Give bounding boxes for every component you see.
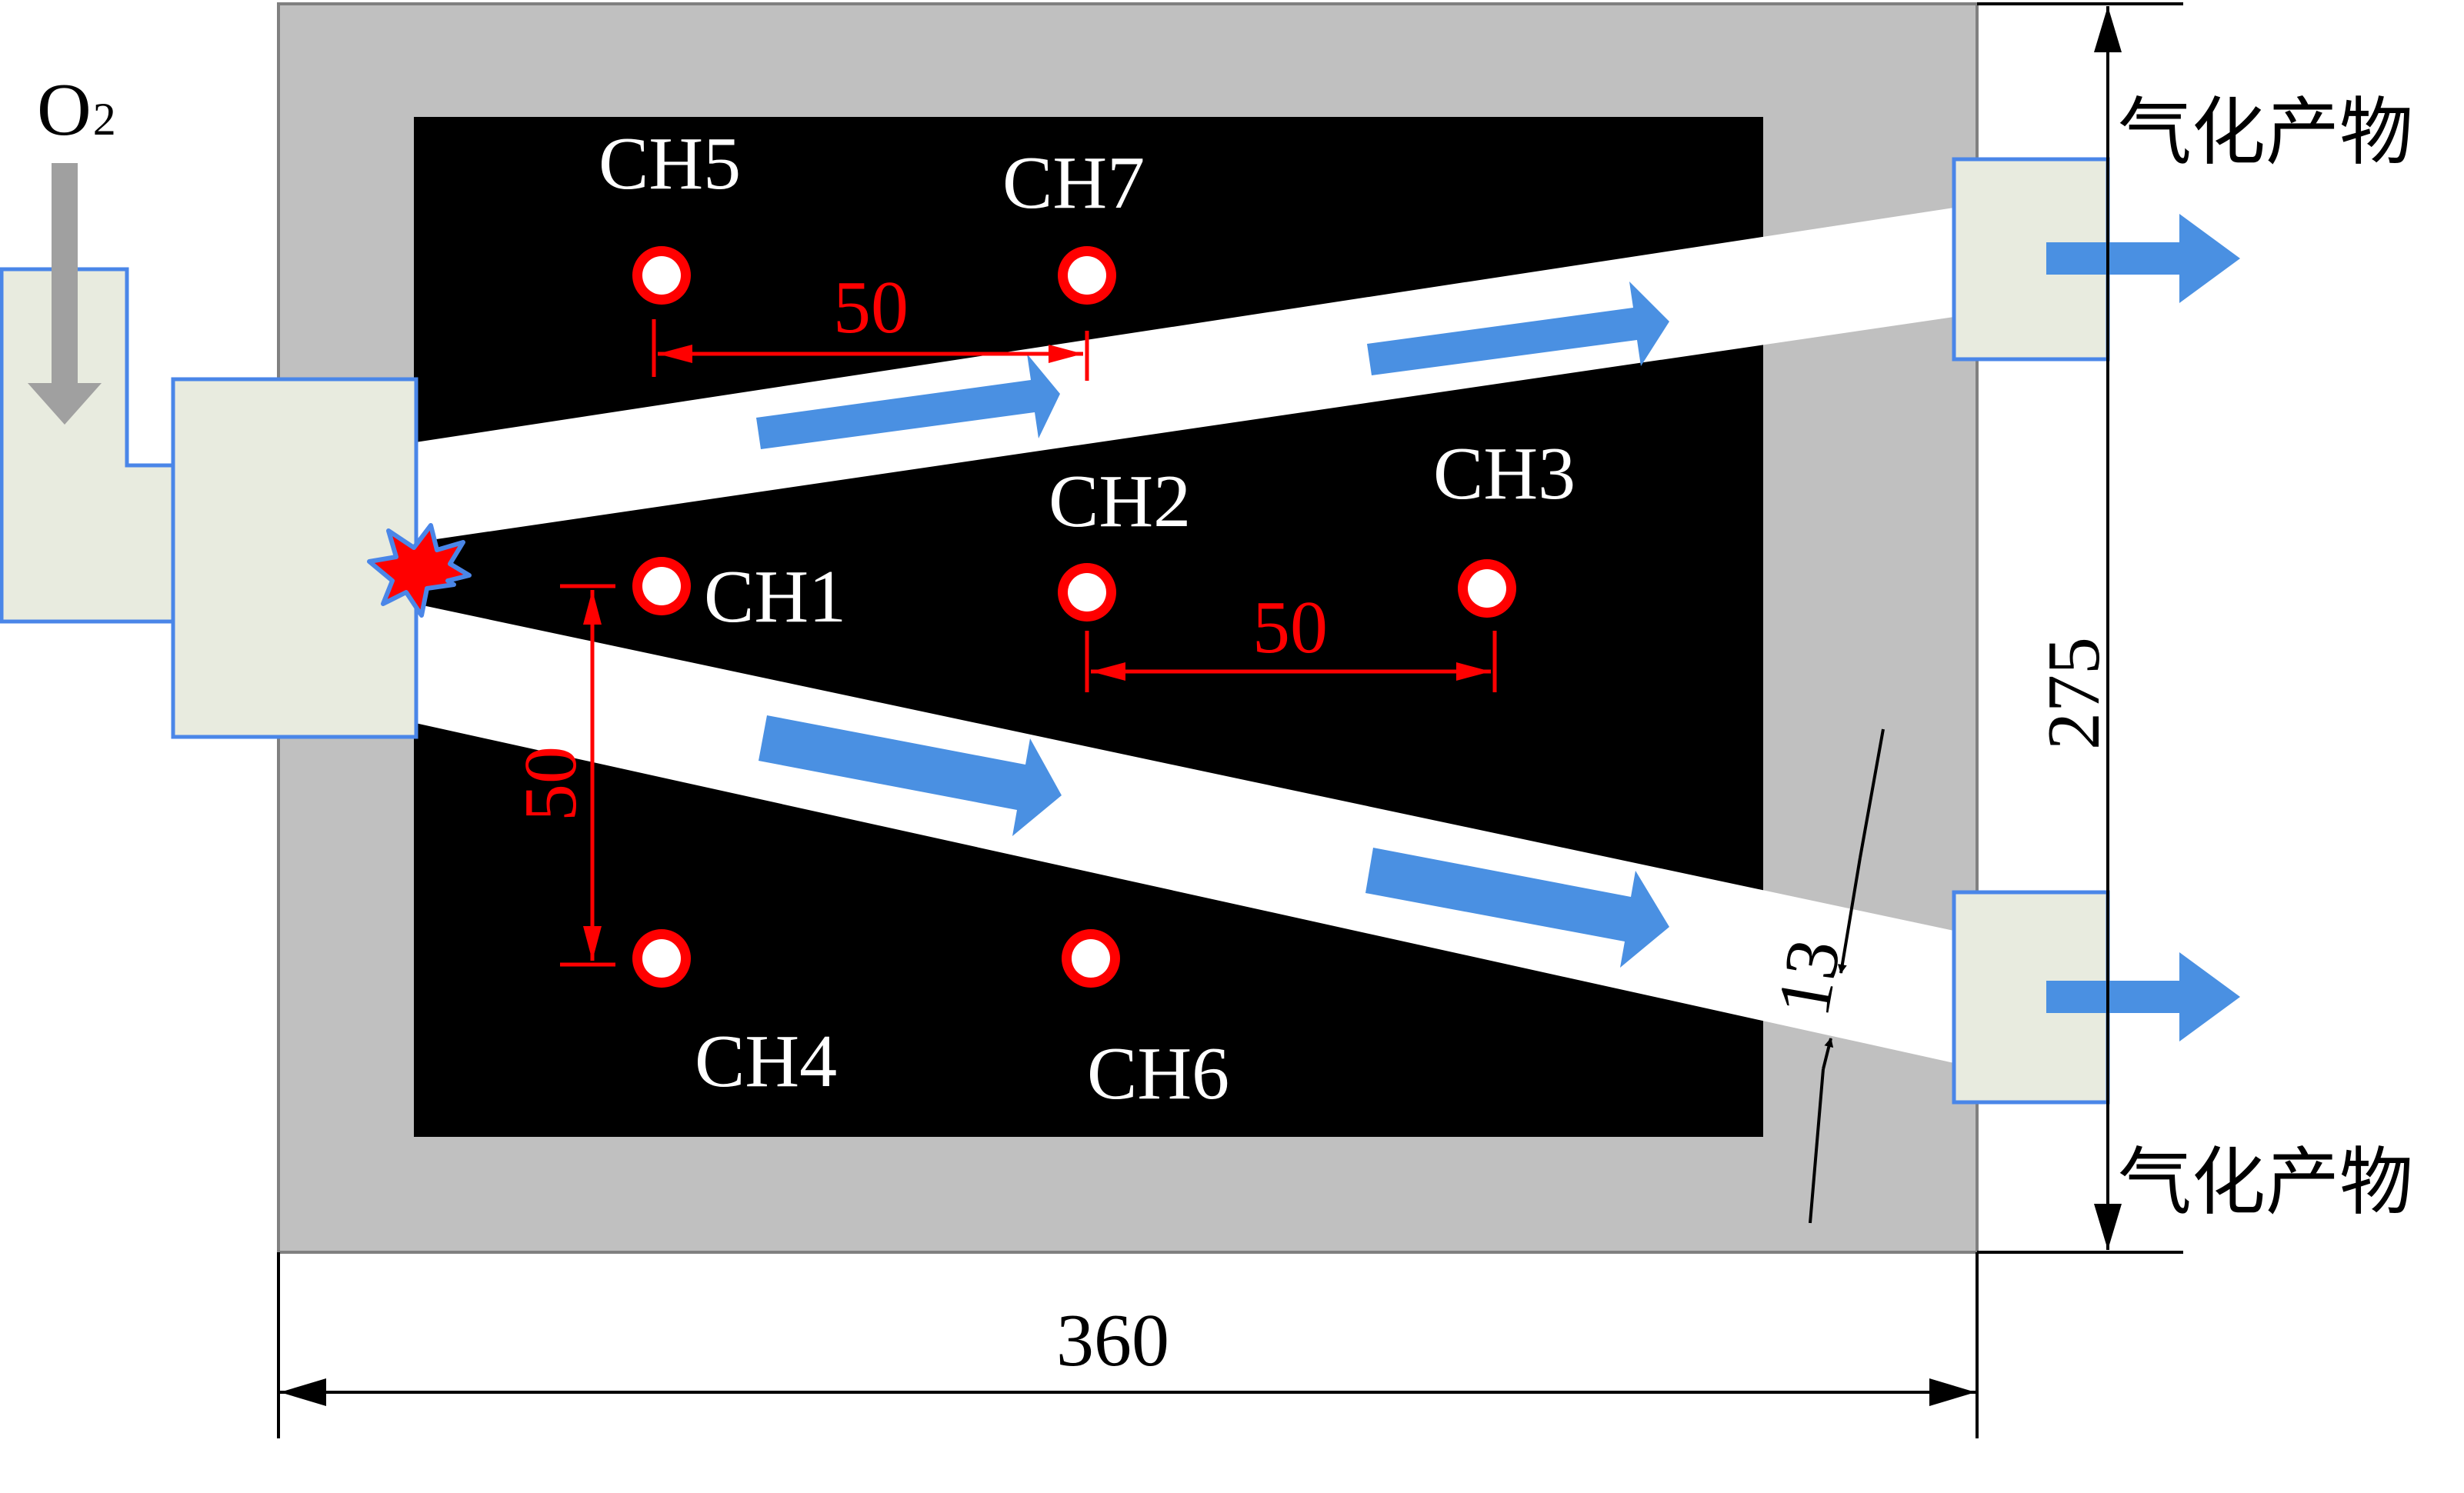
dimension-overall-width <box>277 1252 1979 1438</box>
dim-overall-height-value: 275 <box>2032 637 2116 750</box>
outlet-label-bottom: 气化产物 <box>2118 1139 2413 1225</box>
dim-arrowhead <box>2094 6 2122 52</box>
inlet-arrow-down-icon <box>28 163 102 425</box>
dim-arrowhead <box>1091 662 1125 681</box>
dim-channel-width-value: 13 <box>1762 934 1856 1022</box>
dim-arrowhead <box>658 345 692 363</box>
upper-channel <box>415 208 1954 542</box>
dim-vertical-value: 50 <box>509 746 592 821</box>
probe-ch5 <box>632 246 691 305</box>
label-ch4: CH4 <box>695 1020 837 1103</box>
label-ch6: CH6 <box>1087 1032 1229 1115</box>
flow-arrow-icon <box>759 715 1062 836</box>
dimension-overall-height <box>1977 2 2183 1254</box>
ignition-explosion-icon <box>367 523 472 618</box>
probe-ch7 <box>1058 246 1116 305</box>
flow-arrow-icon <box>1367 282 1669 375</box>
label-ch5: CH5 <box>598 122 741 205</box>
probe-ch6 <box>1062 929 1120 988</box>
dimension-middle-spacing <box>1085 631 1497 692</box>
dim-overall-width-value: 360 <box>1056 1299 1169 1382</box>
dim-arrowhead <box>1929 1378 1976 1406</box>
dim-arrowhead <box>1049 345 1083 363</box>
injection-box <box>171 377 418 739</box>
dimension-channel-width <box>1809 728 1885 1224</box>
label-ch2: CH2 <box>1049 460 1191 543</box>
dimension-vertical-spacing <box>560 584 615 967</box>
label-ch3: CH3 <box>1433 432 1575 515</box>
dim-arrowhead <box>2094 1204 2122 1250</box>
probe-ch2 <box>1058 563 1116 622</box>
outlet-arrow-bottom-icon <box>2046 952 2240 1041</box>
label-ch7: CH7 <box>1002 142 1145 225</box>
dimension-top-spacing <box>652 319 1089 381</box>
dim-top-value: 50 <box>833 266 909 349</box>
flow-arrow-icon <box>1365 848 1669 968</box>
outlet-label-top: 气化产物 <box>2118 89 2413 175</box>
lower-channel <box>415 604 1954 1063</box>
dim-arrowhead <box>583 590 602 625</box>
outlet-arrow-top-icon <box>2046 214 2240 303</box>
dim-arrowhead <box>1456 662 1491 681</box>
label-ch1: CH1 <box>704 555 846 638</box>
inlet-pipe <box>0 267 175 624</box>
dim-middle-value: 50 <box>1252 586 1328 669</box>
probe-ch1 <box>632 557 691 615</box>
dim-arrowhead <box>583 926 602 961</box>
flow-arrow-icon <box>756 354 1060 449</box>
probe-ch3 <box>1458 559 1516 618</box>
probe-ch4 <box>632 929 691 988</box>
oxygen-label: O2 <box>37 68 116 152</box>
dim-arrowhead <box>280 1378 326 1406</box>
